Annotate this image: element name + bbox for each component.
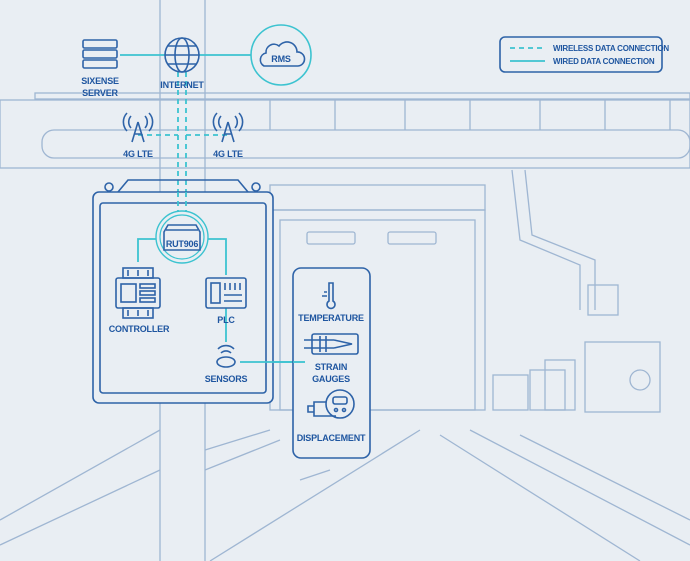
server-label-1: SIXENSE — [81, 76, 119, 86]
legend-wired-label: WIRED DATA CONNECTION — [553, 57, 655, 66]
router-label: RUT906 — [166, 239, 199, 249]
server-label-2: SERVER — [82, 88, 118, 98]
lte-left-label: 4G LTE — [123, 149, 153, 159]
plc-icon — [205, 277, 247, 309]
sensor-icon — [216, 344, 236, 368]
strain-gauge-icon — [304, 333, 359, 355]
temperature-label: TEMPERATURE — [298, 313, 364, 323]
thermometer-icon — [322, 282, 336, 310]
displacement-sensor-icon — [307, 389, 355, 419]
controller-icon — [115, 267, 161, 319]
server-icon — [82, 39, 118, 69]
strain-label-2: GAUGES — [312, 374, 350, 384]
internal-wiring-front — [137, 238, 227, 342]
rms-label: RMS — [271, 54, 291, 64]
bridge-deck — [0, 92, 690, 169]
legend: WIRELESS DATA CONNECTION WIRED DATA CONN… — [499, 36, 670, 73]
legend-wireless-label: WIRELESS DATA CONNECTION — [553, 44, 669, 53]
router-icon — [155, 210, 209, 264]
scenery — [0, 169, 690, 561]
sensor-types-panel — [292, 267, 371, 459]
lte-right-label: 4G LTE — [213, 149, 243, 159]
plc-label: PLC — [217, 315, 235, 325]
strain-label-1: STRAIN — [315, 362, 347, 372]
sensors-label: SENSORS — [205, 374, 248, 384]
wireless-uplink-inner — [177, 192, 187, 212]
antenna-tower-icon-right — [212, 112, 244, 143]
antenna-tower-icon-left — [122, 112, 154, 143]
controller-label: CONTROLLER — [109, 324, 170, 334]
internet-label: INTERNET — [160, 80, 204, 90]
displacement-label: DISPLACEMENT — [297, 433, 366, 443]
globe-icon — [164, 37, 200, 73]
rms-cloud-icon — [250, 24, 312, 86]
